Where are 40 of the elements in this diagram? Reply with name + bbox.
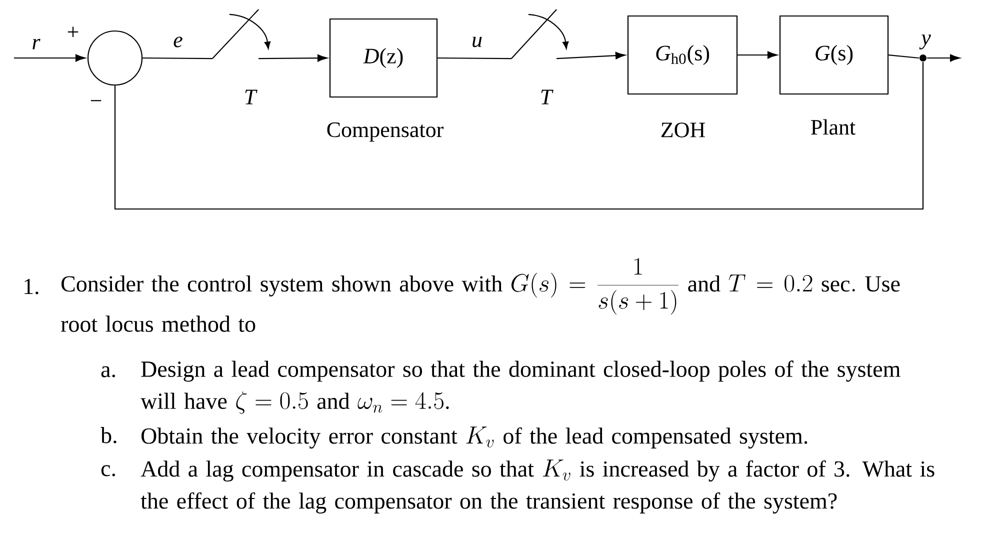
arrow	[556, 52, 626, 60]
label: $T=0.2\ \mathrm{sec}.$	[728, 274, 855, 292]
block-caption: T	[245, 90, 258, 104]
item-letter: a.	[101, 366, 115, 378]
block-caption: Compensator	[327, 122, 444, 142]
block-box: D(z)	[329, 18, 438, 98]
block-box: G(s)	[779, 15, 889, 95]
item-number: 1.	[24, 278, 38, 294]
label: $\omega_n=4.5$	[358, 392, 444, 413]
label: and	[317, 392, 350, 409]
block-box: G$_{h0}$(s)	[627, 15, 738, 95]
block-caption: ZOH	[661, 122, 705, 138]
label: Design a lead compensator so that the dominant closed-loop poles of the system	[141, 360, 900, 382]
signal-label: e	[174, 36, 182, 48]
arrow	[738, 51, 778, 59]
question-item: Obtain the velocity error constant $K_v$ of the lead compensated system.	[142, 426, 808, 449]
item-letter: c.	[101, 465, 115, 476]
arrow	[14, 54, 86, 62]
label: .	[446, 406, 449, 410]
label: Consider the control system shown above with	[62, 275, 502, 296]
arrow	[258, 54, 328, 62]
item-letter: b.	[100, 427, 116, 444]
signal-label: u	[472, 36, 482, 48]
sign-label: +	[68, 26, 78, 38]
block-caption: T	[541, 90, 554, 104]
signal-label: r	[32, 38, 40, 50]
question-item: Design a lead compensator so that the dominant closed-loop poles of the system will have $\zeta=0.5$ and $\omega_n=4.5$.	[140, 360, 900, 414]
label: $\zeta=0.5$	[236, 391, 308, 414]
signal-label: y	[919, 34, 931, 50]
label: root locus method to	[61, 316, 256, 332]
summing-junction	[87, 30, 143, 86]
label: Use	[865, 276, 900, 292]
arrow	[927, 54, 960, 62]
label: and	[688, 275, 720, 292]
label: will have	[140, 392, 227, 409]
question-item: Add a lag compensator in cascade so that $K_v$ is increased by a factor of 3. What is the effect of the lag compensator on the transient response of the system?	[140, 460, 934, 514]
label: $G(s)=\frac{1}{s(s+1)}$	[512, 258, 678, 315]
sign-label: −	[90, 100, 102, 102]
junction-dot	[920, 54, 926, 62]
block-caption: Plant	[811, 119, 856, 135]
